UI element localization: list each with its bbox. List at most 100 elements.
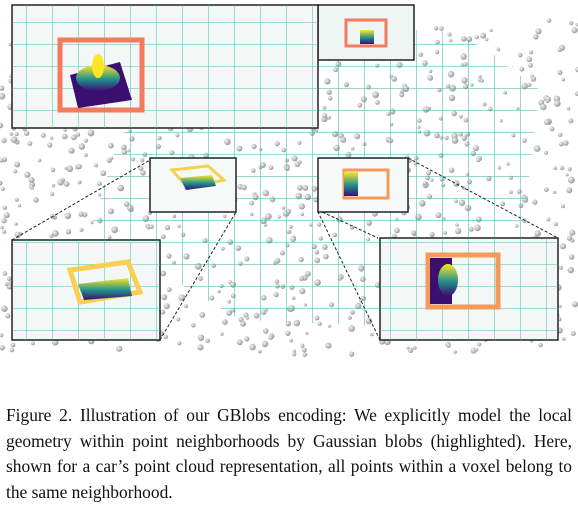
cloud-point xyxy=(236,339,243,346)
cloud-point xyxy=(568,176,575,184)
cloud-point xyxy=(116,345,123,352)
cloud-point xyxy=(549,126,555,132)
cloud-point xyxy=(176,317,181,322)
cloud-point xyxy=(97,181,102,186)
cloud-point xyxy=(10,342,16,348)
cloud-point xyxy=(1,137,7,144)
cloud-point xyxy=(559,165,565,171)
cloud-point xyxy=(78,143,86,150)
cloud-point xyxy=(14,132,19,137)
cloud-point xyxy=(474,35,479,40)
cloud-point xyxy=(1,218,7,224)
cloud-point xyxy=(258,349,262,354)
cloud-point xyxy=(78,211,84,217)
cloud-point xyxy=(567,167,572,172)
cloud-point xyxy=(166,287,172,292)
cloud-point xyxy=(575,66,578,73)
cloud-point xyxy=(571,27,578,34)
cloud-point xyxy=(533,145,541,152)
cloud-point xyxy=(453,350,457,354)
cloud-point xyxy=(433,26,439,31)
cloud-point xyxy=(50,167,56,173)
cloud-point xyxy=(100,170,107,177)
cloud-point xyxy=(249,343,256,351)
caption-label: Figure 2. xyxy=(6,405,73,425)
cloud-point xyxy=(526,56,533,63)
cloud-point xyxy=(77,180,82,185)
cloud-point xyxy=(545,99,550,104)
cloud-point xyxy=(5,313,11,319)
cloud-point xyxy=(562,337,566,341)
cloud-point xyxy=(30,186,34,190)
cloud-point xyxy=(262,328,269,334)
cloud-point xyxy=(76,163,82,170)
cloud-point xyxy=(558,141,564,147)
cloud-point xyxy=(408,347,414,353)
cloud-point xyxy=(14,161,21,168)
cloud-point xyxy=(63,181,70,187)
cloud-point xyxy=(49,233,54,239)
cloud-point xyxy=(6,276,12,282)
cloud-point xyxy=(222,319,228,325)
cloud-point xyxy=(553,221,558,227)
cloud-point xyxy=(14,222,18,226)
cloud-point xyxy=(544,119,551,126)
cloud-point xyxy=(240,320,247,327)
cloud-point xyxy=(557,47,562,53)
cloud-point xyxy=(40,132,46,138)
cloud-point xyxy=(2,271,8,276)
scene-voxel-yellow xyxy=(149,157,237,213)
cloud-point xyxy=(50,192,55,197)
cloud-point xyxy=(532,199,538,205)
cloud-point xyxy=(3,212,10,219)
cloud-point xyxy=(64,166,68,170)
cloud-point xyxy=(558,132,563,137)
cloud-point xyxy=(79,227,84,232)
cloud-point xyxy=(533,34,539,40)
cloud-point xyxy=(528,63,533,68)
cloud-point xyxy=(24,171,31,178)
inset-top-left xyxy=(11,4,319,129)
cloud-point xyxy=(220,332,224,336)
cloud-point xyxy=(0,158,4,163)
cloud-point xyxy=(14,231,21,238)
cloud-point xyxy=(161,294,168,301)
scene-voxel-red xyxy=(317,4,415,61)
cloud-point xyxy=(562,140,569,146)
cloud-point xyxy=(0,225,4,230)
cloud-point xyxy=(2,205,8,210)
cloud-point xyxy=(8,42,13,47)
cloud-point xyxy=(33,197,39,203)
cloud-point xyxy=(534,230,541,237)
cloud-point xyxy=(540,103,547,111)
cloud-point xyxy=(9,347,15,353)
cloud-point xyxy=(485,38,489,42)
cloud-point xyxy=(302,347,307,353)
cloud-point xyxy=(9,132,14,136)
cloud-point xyxy=(560,243,566,250)
cloud-point xyxy=(0,345,5,351)
cloud-point xyxy=(370,332,374,337)
cloud-point xyxy=(28,177,35,183)
cloud-point xyxy=(57,179,64,186)
cloud-point xyxy=(87,129,95,137)
cloud-point xyxy=(13,169,18,174)
inset-bottom-left xyxy=(11,239,161,341)
cloud-point xyxy=(496,47,501,52)
cloud-point xyxy=(566,187,573,194)
cloud-point xyxy=(305,331,309,335)
cloud-point xyxy=(470,347,477,354)
cloud-point xyxy=(300,343,305,348)
cloud-point xyxy=(544,150,549,155)
cloud-point xyxy=(530,76,537,82)
cloud-point xyxy=(47,142,53,148)
cloud-point xyxy=(197,344,204,351)
cloud-point xyxy=(163,334,168,340)
cloud-point xyxy=(51,184,56,188)
cloud-point xyxy=(289,338,294,343)
cloud-point xyxy=(412,345,417,350)
cloud-point xyxy=(570,331,576,336)
cloud-point xyxy=(244,336,250,342)
cloud-point xyxy=(489,28,493,33)
cloud-point xyxy=(327,324,332,328)
